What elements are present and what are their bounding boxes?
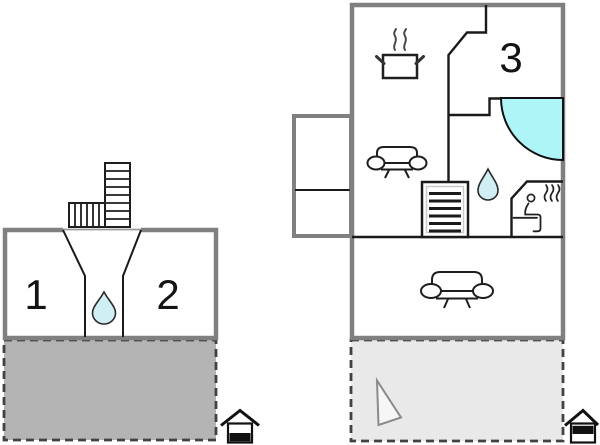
- sauna-icon: [512, 184, 561, 233]
- water-drop-icon: [477, 167, 499, 201]
- sofa-icon: [366, 146, 428, 179]
- lower-floor-plan: 1 2: [2, 162, 260, 444]
- room-2-label: 2: [156, 271, 179, 318]
- sofa-icon: [420, 271, 494, 309]
- floor-level-upper-icon: [564, 408, 600, 444]
- water-drop-icon: [91, 290, 117, 325]
- hall-partition-walls: [62, 229, 142, 337]
- triangle-marker-icon: [375, 376, 403, 427]
- door-swing-icon: [499, 97, 564, 162]
- left-terrace: [2, 338, 218, 442]
- staircase-icon: [68, 162, 131, 228]
- floor-level-lower-icon: [220, 408, 260, 444]
- upper-floor-plan: 3: [292, 2, 600, 444]
- staircase-icon: [420, 180, 470, 239]
- cooking-pot-icon: [375, 28, 425, 80]
- right-terrace: [349, 338, 565, 443]
- room-1-label: 1: [24, 271, 47, 318]
- room-3-label: 3: [499, 34, 522, 81]
- annex-rooms: [292, 114, 353, 238]
